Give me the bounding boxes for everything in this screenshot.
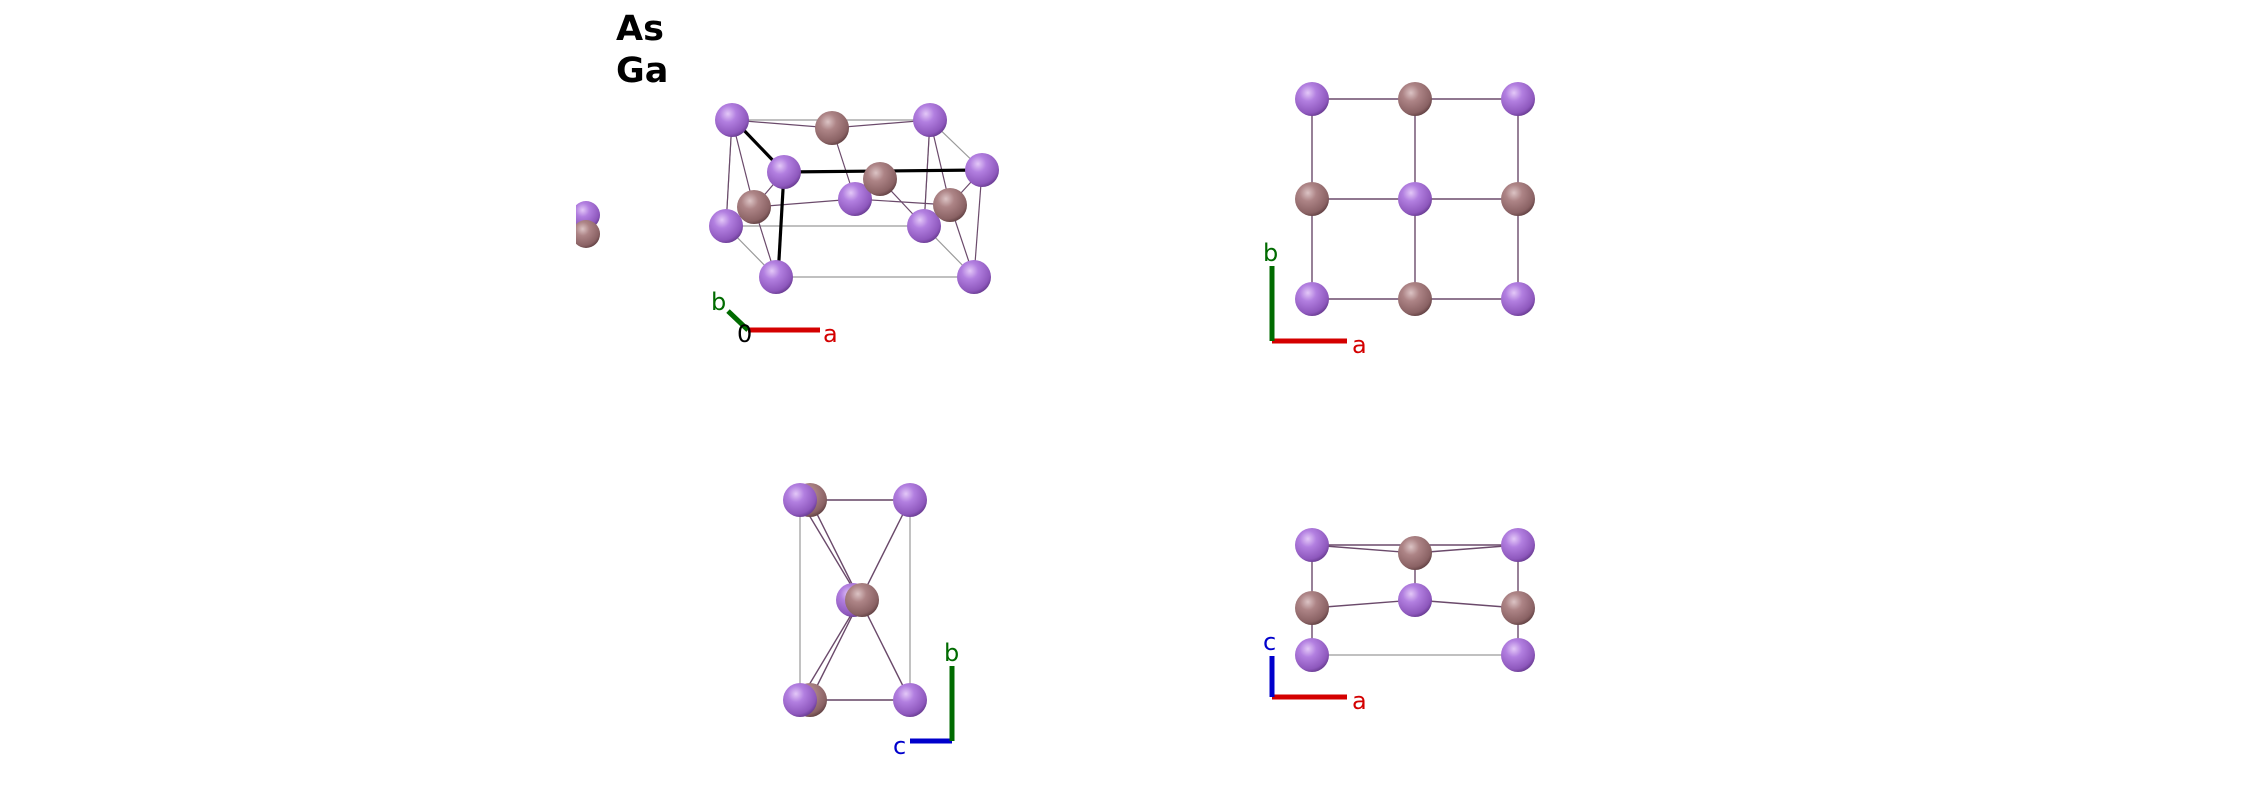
atom-ga (572, 220, 600, 248)
atom-ga (1501, 591, 1535, 625)
perspective-axes: a b 0 (711, 288, 838, 348)
atom-as (913, 103, 947, 137)
atom-as (1501, 528, 1535, 562)
atom-as (709, 209, 743, 243)
atoms (709, 103, 999, 294)
perspective-view: a b 0 (560, 103, 999, 348)
atoms (1295, 528, 1535, 672)
atom-ga (1295, 182, 1329, 216)
atom-as (893, 483, 927, 517)
view-along-c: a b (1263, 82, 1535, 359)
atom-as (838, 182, 872, 216)
atoms (783, 483, 927, 717)
axis-b-line (726, 309, 750, 332)
atom-ga (933, 188, 967, 222)
axis-a-label: a (823, 320, 838, 348)
axis-c-label: c (893, 732, 906, 760)
atom-as (1295, 528, 1329, 562)
atom-as (1295, 82, 1329, 116)
axis-b-label: b (944, 639, 959, 667)
axis-a-label: a (1352, 687, 1367, 715)
atom-ga (863, 162, 897, 196)
atom-ga (1398, 536, 1432, 570)
atom-ga (1398, 282, 1432, 316)
axis-c-label: c (1263, 628, 1276, 656)
view-c-axes: a b (1263, 239, 1367, 359)
atom-as (1501, 638, 1535, 672)
origin-label: 0 (737, 320, 752, 348)
axis-b-label: b (1263, 239, 1278, 267)
atom-ga (815, 111, 849, 145)
atom-as (893, 683, 927, 717)
atom-ga (1501, 182, 1535, 216)
view-along-b: a c (1263, 528, 1535, 715)
atom-as (1398, 182, 1432, 216)
atoms (1295, 82, 1535, 316)
atom-as (1398, 583, 1432, 617)
atom-as (767, 155, 801, 189)
atom-as (715, 103, 749, 137)
atom-ga (1398, 82, 1432, 116)
legend-item-ga: Ga (616, 51, 669, 91)
axis-a-label: a (1352, 331, 1367, 359)
atom-as (907, 209, 941, 243)
atom-ga (845, 583, 879, 617)
axis-b-label: b (711, 288, 726, 316)
atom-as (759, 260, 793, 294)
atom-as (965, 153, 999, 187)
atom-as (1501, 82, 1535, 116)
view-along-a: c b (783, 483, 959, 760)
atom-as (957, 260, 991, 294)
edge-atoms (560, 195, 600, 255)
atom-as (783, 483, 817, 517)
view-a-axes: c b (893, 639, 959, 760)
atom-ga (1295, 591, 1329, 625)
atom-as (783, 683, 817, 717)
atom-as (1295, 282, 1329, 316)
atom-as (1295, 638, 1329, 672)
element-legend: As Ga (616, 8, 668, 92)
atom-as (1501, 282, 1535, 316)
legend-item-as: As (616, 9, 664, 49)
view-b-axes: a c (1263, 628, 1367, 715)
atom-ga (737, 190, 771, 224)
